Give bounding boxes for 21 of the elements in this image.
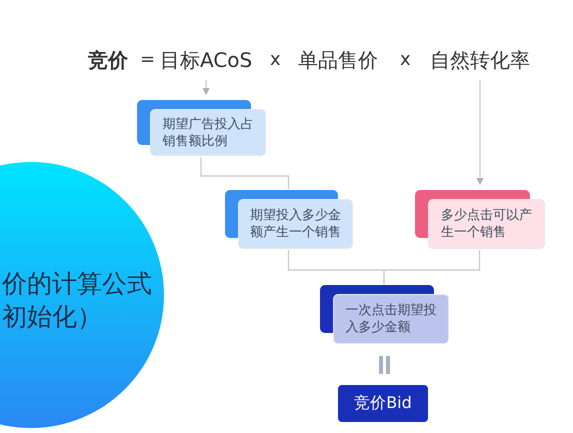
arrow bbox=[202, 80, 210, 96]
circle-title: 价的计算公式初始化） bbox=[2, 268, 152, 333]
formula-term: 竞价 bbox=[88, 46, 128, 74]
result-box: 竞价Bid bbox=[338, 385, 428, 422]
card-text: 期望广告投入占销售额比例 bbox=[162, 116, 254, 150]
formula-term: 单品售价 bbox=[298, 46, 378, 74]
card-text: 期望投入多少金额产生一个销售 bbox=[250, 207, 341, 241]
formula-term: 自然转化率 bbox=[430, 46, 530, 74]
connector-line bbox=[383, 250, 480, 284]
formula-operator: x bbox=[270, 48, 281, 72]
process-card bbox=[225, 190, 352, 248]
formula-operator: = bbox=[140, 48, 156, 72]
arrow bbox=[476, 80, 484, 186]
process-card bbox=[320, 285, 448, 343]
formula-operator: x bbox=[400, 48, 411, 72]
card-text: 多少点击可以产生一个销售 bbox=[441, 207, 532, 241]
card-text: 一次点击期望投入多少金额 bbox=[346, 302, 436, 336]
process-card bbox=[137, 100, 265, 155]
process-card bbox=[415, 190, 544, 248]
formula-term: 目标ACoS bbox=[160, 46, 252, 74]
connector-line bbox=[200, 157, 290, 189]
